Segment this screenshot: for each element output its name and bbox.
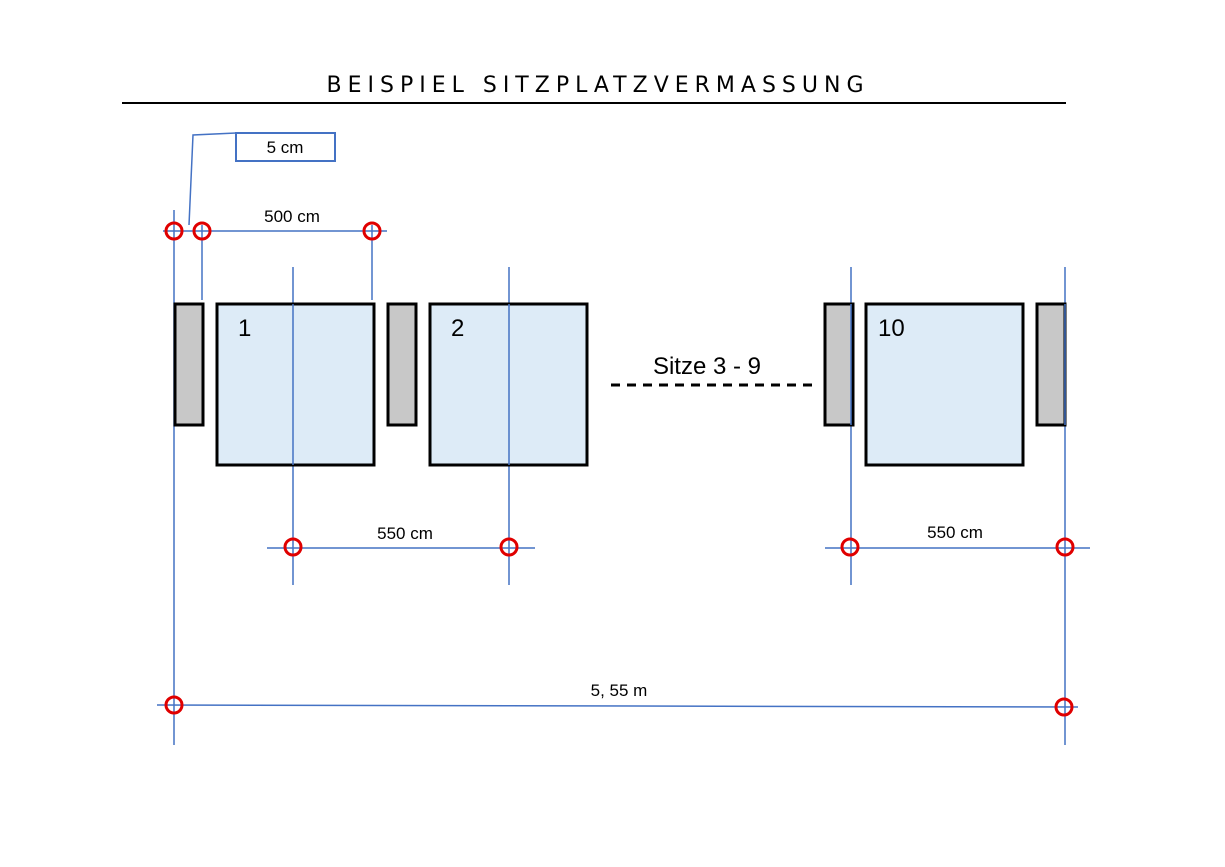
marker-top-seat1-right	[362, 221, 382, 241]
callout-label: 5 cm	[267, 138, 304, 157]
seat-number-2: 2	[451, 315, 464, 342]
seat-number-1: 1	[238, 315, 251, 342]
marker-top-seat1-left	[192, 221, 212, 241]
dim-label-pitch-left: 550 cm	[377, 524, 433, 543]
seat-1	[215, 302, 376, 467]
diagram-title: BEISPIEL SITZPLATZVERMASSUNG	[327, 73, 870, 98]
callout-leader	[188, 132, 237, 226]
armrest-2	[386, 302, 418, 427]
marker-pitch-left-end	[499, 537, 519, 557]
armrest-1	[173, 302, 205, 427]
dim-line-total	[156, 704, 1079, 708]
marker-pitch-right-start	[840, 537, 860, 557]
marker-total-start	[164, 695, 184, 715]
seat-10	[864, 302, 1025, 467]
dim-label-pitch-right: 550 cm	[927, 523, 983, 542]
seat-number-10: 10	[878, 315, 905, 342]
marker-top-left-edge	[164, 221, 184, 241]
marker-pitch-right-end	[1055, 537, 1075, 557]
marker-total-end	[1054, 697, 1074, 717]
dim-label-total: 5, 55 m	[591, 681, 648, 700]
gap-label: Sitze 3 - 9	[653, 353, 761, 380]
marker-pitch-left-start	[283, 537, 303, 557]
callout-box	[235, 132, 336, 162]
armrest-3	[823, 302, 855, 427]
armrest-4	[1035, 302, 1067, 427]
dim-label-seat-width: 500 cm	[264, 207, 320, 226]
